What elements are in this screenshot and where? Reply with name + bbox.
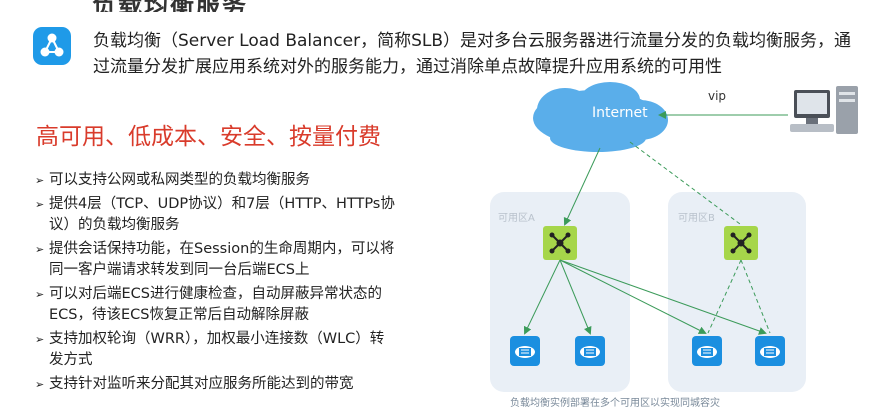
vip-label: vip [708,89,727,103]
cloud-server-icon [755,336,785,366]
cloud-server-icon [510,336,540,366]
cloud-server-icon [692,336,722,366]
architecture-diagram: Internet vip 可用区A 可用区B 负载均衡实例部署在多个可用区以实现… [480,80,871,409]
network-node-icon [33,27,71,65]
internet-cloud [533,82,668,152]
headline: 高可用、低成本、安全、按量付费 [36,124,381,150]
list-item: 支持针对监听来分配其对应服务所能达到的带宽 [35,374,397,395]
title-strip: 负载均衡服务 [0,0,871,12]
bottom-caption: 负载均衡实例部署在多个可用区以实现同城容灾 [510,398,720,409]
list-item: 提供会话保持功能，在Session的生命周期内，可以将同一客户端请求转发到同一台… [35,239,397,281]
zone-a-label: 可用区A [498,213,535,224]
cloud-server-icon [575,336,605,366]
intro-text: 负载均衡（Server Load Balancer，简称SLB）是对多台云服务器… [93,31,852,77]
list-item: 可以支持公网或私网类型的负载均衡服务 [35,170,397,191]
list-item: 支持加权轮询（WRR），加权最小连接数（WLC）转发方式 [35,329,397,371]
list-item: 可以对后端ECS进行健康检查，自动屏蔽异常状态的ECS，待该ECS恢复正常后自动… [35,284,397,326]
list-item: 提供4层（TCP、UDP协议）和7层（HTTP、HTTPs协议）的负载均衡服务 [35,194,397,236]
zone-b-label: 可用区B [678,213,715,224]
slb-node-icon [543,226,577,260]
slide-title-partial: 负载均衡服务 [92,0,248,12]
internet-label: Internet [592,105,648,121]
feature-list: 可以支持公网或私网类型的负载均衡服务 提供4层（TCP、UDP协议）和7层（HT… [35,170,397,398]
slb-node-icon [724,226,758,260]
desktop-computer-icon [790,86,858,134]
